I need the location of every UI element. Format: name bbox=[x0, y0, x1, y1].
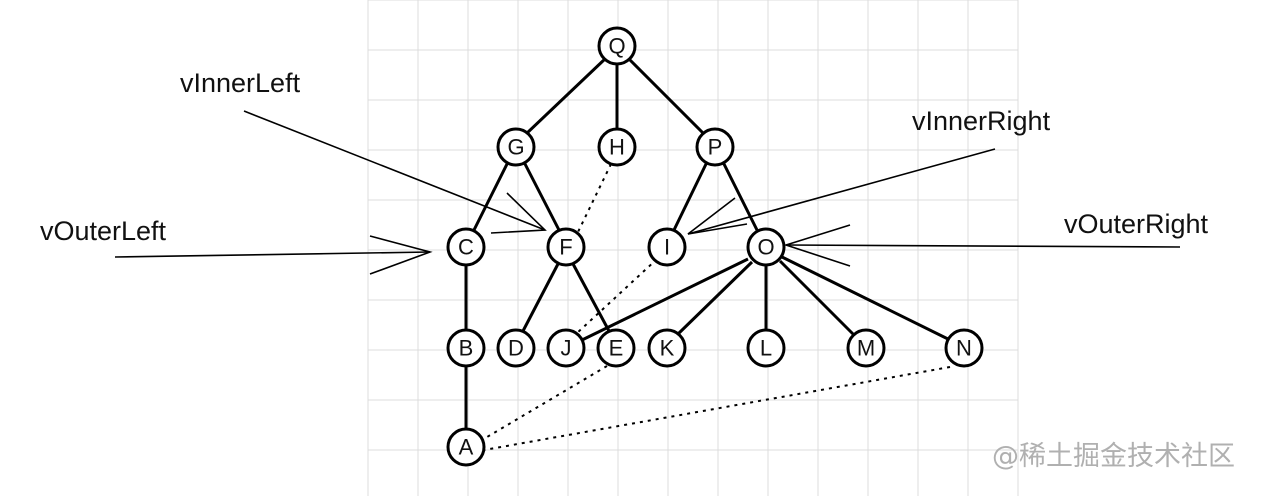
node-f: F bbox=[546, 227, 586, 267]
arrowhead-outer-left bbox=[369, 235, 433, 275]
arrowhead-inner-right bbox=[687, 197, 748, 235]
edge-p-i bbox=[672, 161, 709, 231]
node-i-label: I bbox=[664, 235, 670, 260]
node-g: G bbox=[496, 127, 536, 167]
arrowhead-inner-left bbox=[490, 192, 547, 234]
node-n-label: N bbox=[956, 336, 972, 361]
edge-o-m bbox=[778, 259, 855, 336]
thread-n-a bbox=[483, 366, 951, 451]
node-k: K bbox=[647, 328, 687, 368]
edge-q-p bbox=[626, 56, 706, 136]
edge-o-n bbox=[781, 255, 951, 342]
watermark: @稀土掘金技术社区 bbox=[992, 441, 1235, 472]
node-l-label: L bbox=[760, 336, 772, 361]
label-outer-right: vOuterRight bbox=[1064, 209, 1209, 239]
node-j: J bbox=[546, 328, 586, 368]
node-q-label: Q bbox=[608, 34, 625, 59]
node-o: O bbox=[746, 227, 786, 267]
node-c: C bbox=[446, 227, 486, 267]
label-inner-right: vInnerRight bbox=[912, 106, 1051, 136]
node-q: Q bbox=[597, 26, 637, 66]
label-inner-left: vInnerLeft bbox=[180, 68, 301, 98]
node-n: N bbox=[944, 328, 984, 368]
tree-edges bbox=[464, 56, 951, 428]
node-p-label: P bbox=[708, 135, 723, 160]
node-d: D bbox=[496, 328, 536, 368]
thread-h-f bbox=[577, 163, 612, 233]
thread-i-j bbox=[575, 258, 658, 335]
arrowhead-outer-right bbox=[783, 224, 851, 267]
edge-g-f bbox=[522, 161, 561, 231]
node-e: E bbox=[596, 328, 636, 368]
thread-edges bbox=[481, 163, 951, 451]
edge-q-g bbox=[524, 56, 608, 136]
edge-o-k bbox=[676, 260, 754, 336]
tree-nodes: Q G H P C F I O bbox=[446, 26, 984, 467]
arrow-inner-left bbox=[243, 110, 546, 231]
node-m: M bbox=[846, 328, 886, 368]
edge-o-j bbox=[581, 257, 749, 342]
edge-g-c bbox=[472, 161, 510, 231]
node-h-label: H bbox=[609, 135, 625, 160]
node-p: P bbox=[695, 127, 735, 167]
node-k-label: K bbox=[660, 336, 675, 361]
node-m-label: M bbox=[857, 336, 875, 361]
node-f-label: F bbox=[559, 235, 572, 260]
node-o-label: O bbox=[757, 235, 774, 260]
node-e-label: E bbox=[609, 336, 624, 361]
node-b: B bbox=[446, 328, 486, 368]
arrow-outer-right bbox=[785, 244, 1181, 248]
node-a: A bbox=[446, 427, 486, 467]
node-b-label: B bbox=[459, 336, 474, 361]
node-j-label: J bbox=[561, 336, 572, 361]
edge-f-e bbox=[570, 261, 611, 332]
label-outer-left: vOuterLeft bbox=[40, 216, 167, 246]
arrow-inner-right bbox=[687, 148, 996, 235]
node-g-label: G bbox=[507, 135, 524, 160]
node-c-label: C bbox=[458, 235, 474, 260]
edge-f-d bbox=[521, 261, 561, 332]
edge-p-o bbox=[721, 161, 759, 231]
node-h: H bbox=[597, 127, 637, 167]
thread-e-a bbox=[481, 365, 608, 441]
node-d-label: D bbox=[508, 336, 524, 361]
node-l: L bbox=[746, 328, 786, 368]
node-a-label: A bbox=[459, 435, 474, 460]
pointer-arrows bbox=[114, 110, 1181, 275]
arrow-outer-left bbox=[114, 251, 431, 258]
node-i: I bbox=[647, 227, 687, 267]
